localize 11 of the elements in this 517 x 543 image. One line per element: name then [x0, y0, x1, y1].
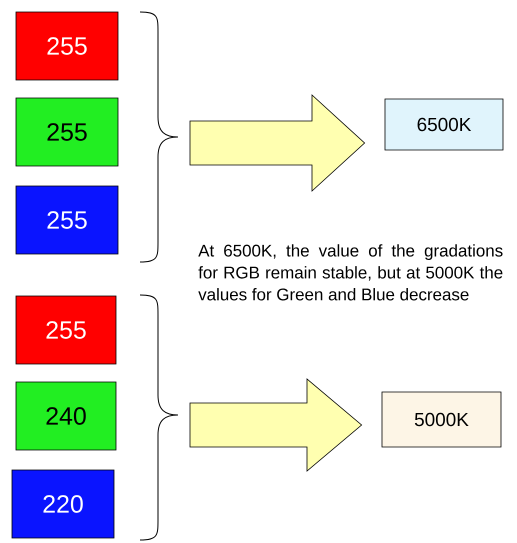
- temperature-box: 6500K: [384, 98, 504, 150]
- value-box: 255: [16, 12, 118, 80]
- value-box: 240: [16, 382, 116, 450]
- value-box: 220: [12, 470, 114, 538]
- value-box: 255: [16, 296, 116, 364]
- block-arrow: [190, 378, 362, 472]
- note-text: At 6500K, the value of the gradations for RGB remain stable, but at 5000K the values for Green and Blue decrease: [198, 244, 503, 300]
- temperature-box: 5000K: [382, 392, 502, 448]
- value-box: 255: [16, 98, 118, 166]
- value-box: 255: [16, 186, 118, 254]
- block-arrow: [190, 94, 366, 192]
